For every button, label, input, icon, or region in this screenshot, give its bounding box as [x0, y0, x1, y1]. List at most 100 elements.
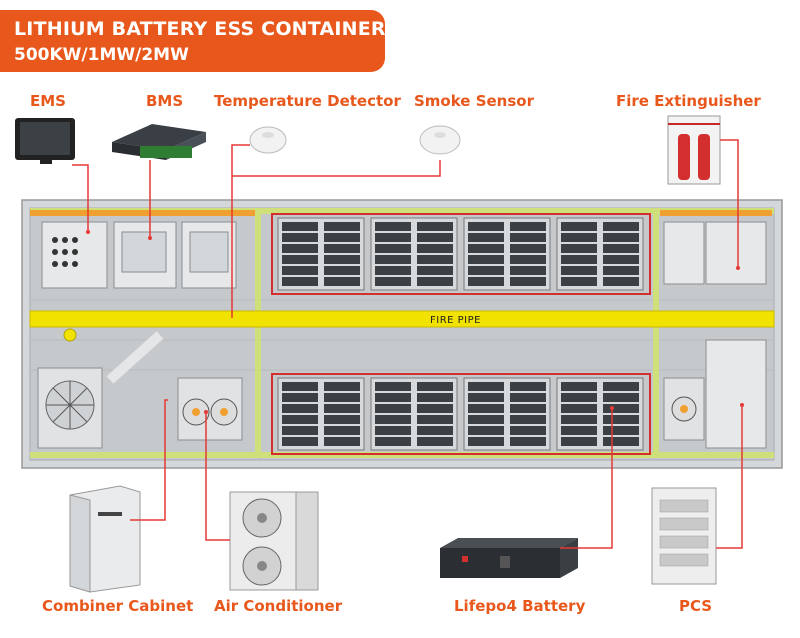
battery-module: [417, 233, 453, 242]
label-ems: EMS: [30, 92, 66, 110]
battery-module: [417, 426, 453, 435]
battery-module: [375, 255, 411, 264]
battery-module: [603, 266, 639, 275]
battery-module: [324, 233, 360, 242]
battery-module: [375, 437, 411, 446]
battery-module: [603, 233, 639, 242]
battery-module: [510, 233, 546, 242]
battery-module: [510, 277, 546, 286]
battery-module: [375, 233, 411, 242]
battery-module: [468, 404, 504, 413]
label-fire-extinguisher: Fire Extinguisher: [616, 92, 761, 110]
battery-module: [561, 233, 597, 242]
label-bms: BMS: [146, 92, 184, 110]
battery-module: [282, 255, 318, 264]
battery-module: [375, 426, 411, 435]
battery-module: [324, 277, 360, 286]
bms-cabinet: [113, 221, 177, 289]
control-cabinet-3: [181, 221, 237, 289]
battery-module: [468, 415, 504, 424]
battery-module: [324, 404, 360, 413]
battery-module: [417, 244, 453, 253]
battery-module: [375, 244, 411, 253]
battery-module: [468, 222, 504, 231]
battery-module: [282, 244, 318, 253]
battery-module: [417, 222, 453, 231]
battery-module: [561, 404, 597, 413]
ems-monitor-icon: [15, 118, 75, 164]
battery-module: [510, 437, 546, 446]
battery-module: [510, 404, 546, 413]
battery-module: [324, 415, 360, 424]
battery-module: [282, 277, 318, 286]
battery-module: [468, 255, 504, 264]
battery-module: [324, 222, 360, 231]
banner-title: LITHIUM BATTERY ESS CONTAINER: [14, 18, 386, 40]
battery-module: [324, 437, 360, 446]
battery-module: [417, 437, 453, 446]
battery-module: [282, 404, 318, 413]
label-lifepo4-battery: Lifepo4 Battery: [454, 597, 586, 615]
battery-module: [603, 426, 639, 435]
battery-module: [561, 393, 597, 402]
title-banner: LITHIUM BATTERY ESS CONTAINER 500KW/1MW/…: [0, 10, 386, 72]
battery-module: [324, 266, 360, 275]
label-pcs: PCS: [679, 597, 713, 615]
air-conditioner-icon: [229, 491, 319, 591]
battery-module: [603, 244, 639, 253]
battery-module: [510, 426, 546, 435]
battery-module: [375, 415, 411, 424]
battery-module: [375, 393, 411, 402]
battery-module: [603, 222, 639, 231]
lifepo4-battery-icon: [440, 538, 578, 578]
battery-rack-top: [271, 213, 651, 295]
battery-module: [510, 266, 546, 275]
battery-module: [417, 255, 453, 264]
leader-lines: [72, 139, 743, 549]
battery-module: [324, 393, 360, 402]
battery-module: [417, 382, 453, 391]
battery-module: [468, 266, 504, 275]
battery-module: [603, 382, 639, 391]
ems-cabinet: [41, 221, 108, 289]
label-combiner-cabinet: Combiner Cabinet: [42, 597, 194, 615]
battery-module: [561, 255, 597, 264]
pcs-cabinet-in-container: [663, 221, 767, 449]
battery-module: [375, 277, 411, 286]
battery-module: [561, 222, 597, 231]
battery-module: [561, 437, 597, 446]
battery-module: [510, 255, 546, 264]
battery-module: [468, 437, 504, 446]
label-smoke-sensor: Smoke Sensor: [414, 92, 534, 110]
battery-module: [603, 393, 639, 402]
battery-module: [324, 426, 360, 435]
battery-module: [561, 266, 597, 275]
fire-pipe: [29, 310, 775, 328]
battery-module: [510, 415, 546, 424]
battery-module: [561, 415, 597, 424]
battery-module: [375, 266, 411, 275]
battery-module: [282, 222, 318, 231]
battery-module: [417, 415, 453, 424]
battery-module: [282, 266, 318, 275]
label-temperature-detector: Temperature Detector: [214, 92, 401, 110]
banner-subtitle: 500KW/1MW/2MW: [14, 45, 189, 65]
battery-module: [510, 382, 546, 391]
combiner-cabinet-icon: [69, 485, 141, 593]
label-air-conditioner: Air Conditioner: [214, 597, 343, 615]
temperature-detector-icon: [249, 126, 287, 154]
battery-module: [603, 277, 639, 286]
battery-module: [324, 255, 360, 264]
battery-module: [375, 222, 411, 231]
battery-module: [375, 404, 411, 413]
battery-module: [282, 382, 318, 391]
battery-module: [282, 233, 318, 242]
battery-rack-bottom: [271, 373, 651, 455]
battery-module: [603, 404, 639, 413]
battery-module: [468, 244, 504, 253]
battery-module: [282, 415, 318, 424]
battery-module: [603, 255, 639, 264]
battery-module: [468, 426, 504, 435]
battery-module: [417, 404, 453, 413]
